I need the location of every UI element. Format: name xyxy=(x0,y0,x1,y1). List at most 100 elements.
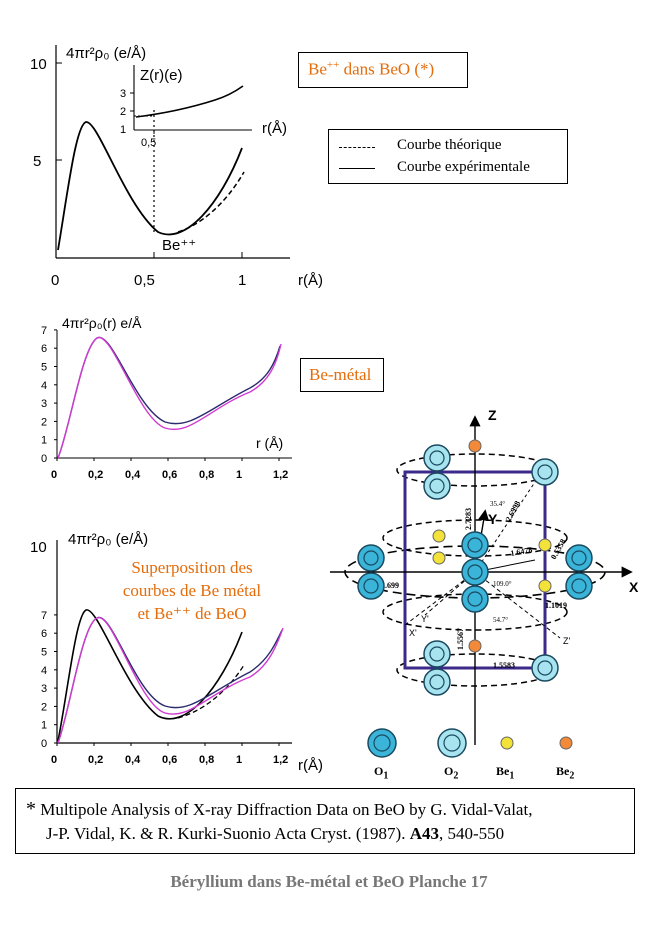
o1-atom xyxy=(357,572,385,600)
bottom-y-tick-label: 5 xyxy=(41,647,47,659)
be1-atom xyxy=(538,579,552,593)
mid-y-tick-label: 6 xyxy=(41,343,47,355)
reference-line-1: * Multipole Analysis of X-ray Diffractio… xyxy=(26,798,533,820)
mid-x-tick-label: 1,2 xyxy=(273,469,288,481)
inset-y-tick-label: 2 xyxy=(120,106,126,118)
top-x-tick-label: 0 xyxy=(51,272,59,289)
o2-atom xyxy=(531,654,559,682)
legend-o1-icon xyxy=(367,728,397,758)
bottom-x-tick-label: 0,6 xyxy=(162,754,177,766)
caption-line-1: Superposition des xyxy=(131,558,253,577)
be-beo-tag-element: Be xyxy=(308,59,327,79)
z-axis-label: Z xyxy=(488,407,497,423)
mid-y-axis-title: 4πr²ρ₀(r) e/Å xyxy=(62,315,142,331)
o1-atom xyxy=(461,531,489,559)
be-beo-tag: Be++ dans BeO (*) xyxy=(298,52,468,88)
be2-atom xyxy=(468,639,482,653)
top-chart: 10 5 0 0,5 1 r(Å) 4πr²ρ₀ (e/Å) Be⁺⁺ 3 2 … xyxy=(30,45,323,289)
bottom-y-tick-label: 3 xyxy=(41,683,47,695)
z-prime-label: Z' xyxy=(563,636,570,646)
page-footer: Béryllium dans Be-métal et BeO Planche 1… xyxy=(170,872,488,891)
inset-y-tick-label: 1 xyxy=(120,124,126,136)
dim-label: 54.7° xyxy=(493,616,508,624)
bottom-y-axis-title: 4πr²ρ₀ (e/Å) xyxy=(68,531,148,548)
dim-label: 1.6478 xyxy=(510,545,533,558)
mid-y-tick-label: 5 xyxy=(41,362,47,374)
x-axis-label: X xyxy=(629,579,639,595)
x-prime-label: X' xyxy=(409,628,417,638)
superposition-caption: Superposition des courbes de Be métal et… xyxy=(92,556,292,625)
legend-be1-icon xyxy=(500,736,514,750)
legend-be2-label: Be2 xyxy=(556,764,575,782)
dim-label: 1.1019 xyxy=(545,601,567,610)
mid-y-tick-label: 7 xyxy=(41,325,47,337)
bottom-x-tick-label: 0,2 xyxy=(88,754,103,766)
x-prime-axis xyxy=(404,571,476,626)
legend-o2-label: O2 xyxy=(444,764,459,782)
bottom-y-tick-label: 6 xyxy=(41,628,47,640)
top-y-tick-label: 10 xyxy=(30,56,47,73)
mid-y-tick-label: 2 xyxy=(41,416,47,428)
z-prime-axis xyxy=(474,571,561,639)
mid-x-tick-label: 0,4 xyxy=(125,469,141,481)
mid-y-tick-label: 1 xyxy=(41,435,47,447)
legend-be1-label: Be1 xyxy=(496,764,515,782)
o2-atom xyxy=(531,458,559,486)
bottom-y-tick-label: 1 xyxy=(41,720,47,732)
mid-x-tick-label: 0 xyxy=(51,469,57,481)
bottom-x-tick-label: 0,4 xyxy=(125,754,141,766)
inset-x-tick-label: 0,5 xyxy=(141,137,156,149)
dim-label: 1.5583 xyxy=(493,661,515,670)
legend-label-theoretical: Courbe théorique xyxy=(397,137,502,153)
be2-atom xyxy=(468,439,482,453)
upper-mid-ellipse xyxy=(382,519,568,557)
o2-atom xyxy=(423,472,451,500)
mid-y-tick-label: 3 xyxy=(41,398,47,410)
dim-label: 1.5567 xyxy=(456,628,465,650)
reference-line-2: J-P. Vidal, K. & R. Kurki-Suonio Acta Cr… xyxy=(46,824,505,843)
beo-structure-diagram: Z Y X X' Y' Z' 2.7283 2.6998 35.4° 1.647… xyxy=(330,407,639,745)
bottom-y-tick-label: 4 xyxy=(41,665,47,677)
bottom-x-axis-label: r(Å) xyxy=(298,757,323,774)
bottom-y-tick-label: 0 xyxy=(41,738,47,750)
reference-box: * Multipole Analysis of X-ray Diffractio… xyxy=(15,788,635,854)
inset-x-axis-label: r(Å) xyxy=(262,120,287,137)
legend-solid-swatch xyxy=(339,168,375,169)
mid-x-tick-label: 0,6 xyxy=(162,469,177,481)
legend-be2-icon xyxy=(559,736,573,750)
top-x-tick-label: 0,5 xyxy=(134,272,155,289)
mid-x-tick-label: 0,2 xyxy=(88,469,103,481)
bottom-x-tick-label: 1 xyxy=(236,754,242,766)
bottom-x-tick-label: 0,8 xyxy=(199,754,214,766)
inset-y-tick-label: 3 xyxy=(120,88,126,100)
atom-legend: O1 O2 Be1 Be2 xyxy=(360,726,620,786)
be1-atom xyxy=(538,538,552,552)
mid-x-tick-label: 1 xyxy=(236,469,242,481)
caption-line-3: et Be⁺⁺ de BeO xyxy=(137,604,247,623)
atoms xyxy=(357,439,593,696)
dim-label: 2.6998 xyxy=(504,499,522,523)
o1-atom xyxy=(461,585,489,613)
legend-o1-label: O1 xyxy=(374,764,389,782)
top-x-tick-label: 1 xyxy=(238,272,246,289)
y-prime-label: Y' xyxy=(421,614,429,624)
be-beo-tag-charge: ++ xyxy=(326,59,340,71)
legend-label-experimental: Courbe expérimentale xyxy=(397,159,530,175)
dim-label: 2.7283 xyxy=(464,508,473,530)
o1-atom xyxy=(565,572,593,600)
mid-x-tick-label: 0,8 xyxy=(199,469,214,481)
caption-line-2: courbes de Be métal xyxy=(122,581,262,600)
o2-atom xyxy=(423,640,451,668)
dim-label: 0.5358 xyxy=(549,537,568,561)
be-beo-tag-suffix: dans BeO (*) xyxy=(339,59,435,79)
curve-legend: Courbe théorique Courbe expérimentale xyxy=(328,129,568,184)
be1-atom xyxy=(432,551,446,565)
o1-atom xyxy=(357,544,385,572)
top-y-axis-title: 4πr²ρ₀ (e/Å) xyxy=(66,45,146,62)
top-theoretical-curve xyxy=(177,171,245,233)
dim-label: 35.4° xyxy=(490,500,505,508)
mid-y-tick-label: 0 xyxy=(41,453,47,465)
